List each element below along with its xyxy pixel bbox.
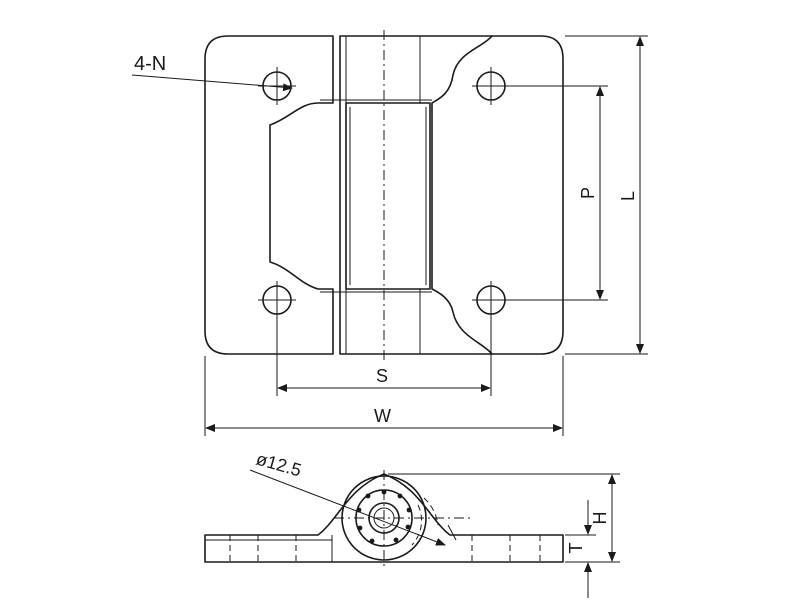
right-leaf-outline — [339, 35, 493, 355]
left-leaf-outline — [204, 35, 334, 355]
s-dimension-label: S — [376, 366, 388, 386]
hole-callout-label: 4-N — [134, 53, 166, 75]
w-dimension-label: W — [374, 406, 391, 426]
right-leaf-corner-outline — [491, 35, 564, 355]
l-dimension-label: L — [618, 191, 638, 201]
rotation-arc — [411, 504, 423, 546]
t-dimension-label: T — [566, 543, 586, 554]
side-view: ø12.5 H T — [204, 449, 620, 598]
rotation-tick — [447, 524, 457, 541]
pin-diameter-label: ø12.5 — [254, 449, 304, 481]
hole-callout-leader — [131, 74, 293, 92]
mounting-hole-bottom-left — [258, 281, 296, 319]
mounting-hole-top-right — [472, 67, 510, 105]
rotation-arc-outer — [423, 497, 439, 526]
p-dimension-label: P — [578, 187, 598, 199]
pin-diameter-leader — [249, 469, 446, 546]
h-dimension-label: H — [590, 512, 610, 525]
knuckle-barrel — [345, 102, 431, 290]
mounting-hole-bottom-right — [472, 281, 510, 319]
top-view: 4-N S W P L — [131, 30, 648, 436]
